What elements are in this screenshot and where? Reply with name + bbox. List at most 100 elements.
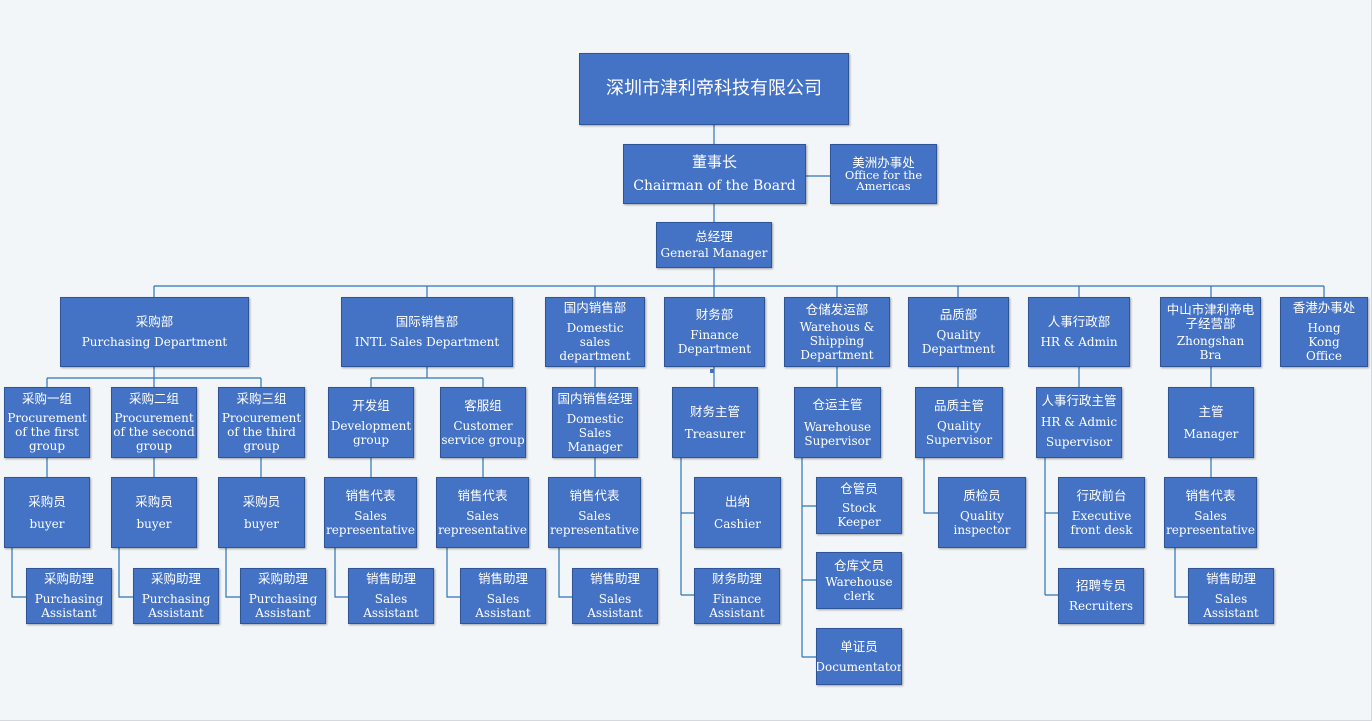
dept-purchasing: 采购部 Purchasing Department [60,297,249,367]
dept-warehouse: 仓储发运部 Warehous & Shipping Department [784,297,890,367]
sales-assistant-zhongshan: 销售助理 Sales Assistant [1188,568,1274,624]
finance-assistant-en: Finance Assistant [709,592,765,620]
warehouse-supervisor-box: 仓运主管 Warehouse Supervisor [794,387,881,458]
sales-rep-dev-en: Sales representative [326,508,415,537]
purchasing-assistant-3: 采购助理 Purchasing Assistant [240,568,326,624]
sales-rep-domestic-en: Sales representative [550,508,639,537]
treasurer-en: Treasurer [684,426,746,441]
general-manager-box: 总经理 General Manager [656,222,772,268]
domestic-manager-box: 国内销售经理 Domestic Sales Manager [552,387,638,458]
zhongshan-manager-box: 主管 Manager [1168,387,1254,458]
documentator-cn: 单证员 [840,638,878,654]
purchasing-assistant-3-cn: 采购助理 [257,571,308,586]
dept-zhongshan-cn: 中山市津利帝电子经营部 [1166,301,1255,331]
domestic-manager-cn: 国内销售经理 [557,390,633,406]
dept-intl-sales-en: INTL Sales Department [354,335,500,349]
general-manager-en: General Manager [660,246,768,260]
purchase-group-3-en: Procurement of the third group [221,411,302,453]
dept-hr-cn: 人事行政部 [1047,314,1111,329]
recruiters-cn: 招聘专员 [1075,578,1126,593]
dept-intl-sales: 国际销售部 INTL Sales Department [341,297,513,367]
quality-inspector-en: Quality inspector [953,508,1011,537]
quality-inspector-cn: 质检员 [963,487,1001,503]
purchase-group-3: 采购三组 Procurement of the third group [218,387,305,458]
warehouse-supervisor-cn: 仓运主管 [812,396,863,412]
dept-hr-en: HR & Admin [1040,335,1118,349]
stock-keeper-box: 仓管员 Stock Keeper [816,477,902,534]
dept-quality-en: Quality Department [921,328,996,356]
stock-keeper-en: Stock Keeper [837,501,881,529]
purchasing-assistant-2-en: Purchasing Assistant [141,592,211,620]
zhongshan-manager-cn: 主管 [1198,403,1224,419]
zhongshan-manager-en: Manager [1183,426,1239,441]
recruiters-box: 招聘专员 Recruiters [1058,568,1144,624]
purchasing-assistant-2: 采购助理 Purchasing Assistant [133,568,219,624]
buyer-2-cn: 采购员 [135,493,173,509]
dept-quality-cn: 品质部 [939,307,978,322]
purchasing-assistant-1-cn: 采购助理 [43,571,94,586]
sales-rep-zhongshan: 销售代表 Sales representative [1164,477,1257,548]
purchase-group-3-cn: 采购三组 [236,391,287,406]
sales-rep-domestic: 销售代表 Sales representative [548,477,641,548]
sales-assistant-domestic-cn: 销售助理 [589,571,640,586]
hr-supervisor-en: HR & Admic Supervisor [1040,414,1118,449]
sales-rep-cs-cn: 销售代表 [457,487,508,503]
cs-group-box: 客服组 Customer service group [440,387,526,458]
buyer-box-2: 采购员 buyer [111,477,197,548]
treasurer-cn: 财务主管 [689,403,740,419]
americas-office-cn: 美洲办事处 [852,154,915,170]
buyer-3-en: buyer [243,516,280,531]
purchase-group-2-cn: 采购二组 [128,391,179,406]
cs-group-en: Customer service group [441,418,525,447]
purchase-group-2-en: Procurement of the second group [113,411,195,453]
sales-rep-domestic-cn: 销售代表 [569,487,620,503]
americas-office-box: 美洲办事处 Office for the Americas [830,144,937,204]
sales-rep-zhongshan-cn: 销售代表 [1185,487,1236,503]
warehouse-clerk-box: 仓库文员 Warehouse clerk [816,552,902,609]
front-desk-box: 行政前台 Executive front desk [1058,477,1145,548]
sales-rep-cs: 销售代表 Sales representative [436,477,529,548]
dev-group-en: Development group [330,418,412,447]
general-manager-cn: 总经理 [695,229,733,244]
chairman-en: Chairman of the Board [633,178,796,194]
stock-keeper-cn: 仓管员 [840,481,878,496]
front-desk-en: Executive front desk [1070,508,1133,537]
sales-assistant-zhongshan-en: Sales Assistant [1203,592,1259,620]
hr-supervisor-box: 人事行政主管 HR & Admic Supervisor [1036,387,1122,458]
sales-assistant-domestic: 销售助理 Sales Assistant [572,568,658,624]
sales-rep-zhongshan-en: Sales representative [1166,508,1255,537]
sales-assistant-zhongshan-cn: 销售助理 [1205,571,1256,586]
hr-supervisor-cn: 人事行政主管 [1041,392,1117,408]
cashier-en: Cashier [714,516,761,531]
chairman-cn: 董事长 [691,153,737,171]
dept-hongkong: 香港办事处 Hong Kong Office [1280,297,1368,367]
warehouse-clerk-cn: 仓库文员 [833,557,884,573]
sales-rep-cs-en: Sales representative [438,508,527,537]
dept-warehouse-en: Warehous & Shipping Department [799,319,875,362]
purchase-group-1-en: Procurement of the first group [7,411,87,453]
dev-group-box: 开发组 Development group [328,387,414,458]
domestic-manager-en: Domestic Sales Manager [566,411,624,454]
purchase-group-1-cn: 采购一组 [21,391,72,406]
sales-assistant-cs-en: Sales Assistant [475,592,531,620]
quality-inspector-box: 质检员 Quality inspector [938,477,1026,548]
treasurer-box: 财务主管 Treasurer [672,387,758,458]
dept-hr: 人事行政部 HR & Admin [1028,297,1130,367]
dept-domestic-sales-cn: 国内销售部 [563,300,627,315]
sales-assistant-dev-en: Sales Assistant [363,592,419,620]
documentator-en: Documentator [816,659,902,674]
dept-domestic-sales-en: Domestic sales department [559,321,631,363]
sales-assistant-domestic-en: Sales Assistant [587,592,643,620]
buyer-1-en: buyer [29,516,65,531]
dept-warehouse-cn: 仓储发运部 [805,301,869,317]
purchasing-assistant-2-cn: 采购助理 [150,571,201,586]
dept-purchasing-cn: 采购部 [135,314,174,329]
sales-rep-dev: 销售代表 Sales representative [324,477,417,548]
recruiters-en: Recruiters [1069,599,1133,613]
sales-assistant-dev-cn: 销售助理 [365,571,416,586]
warehouse-clerk-en: Warehouse clerk [825,574,893,603]
purchase-group-2: 采购二组 Procurement of the second group [111,387,197,458]
buyer-3-cn: 采购员 [242,493,281,509]
cs-group-cn: 客服组 [464,397,502,413]
warehouse-supervisor-en: Warehouse Supervisor [803,419,872,448]
